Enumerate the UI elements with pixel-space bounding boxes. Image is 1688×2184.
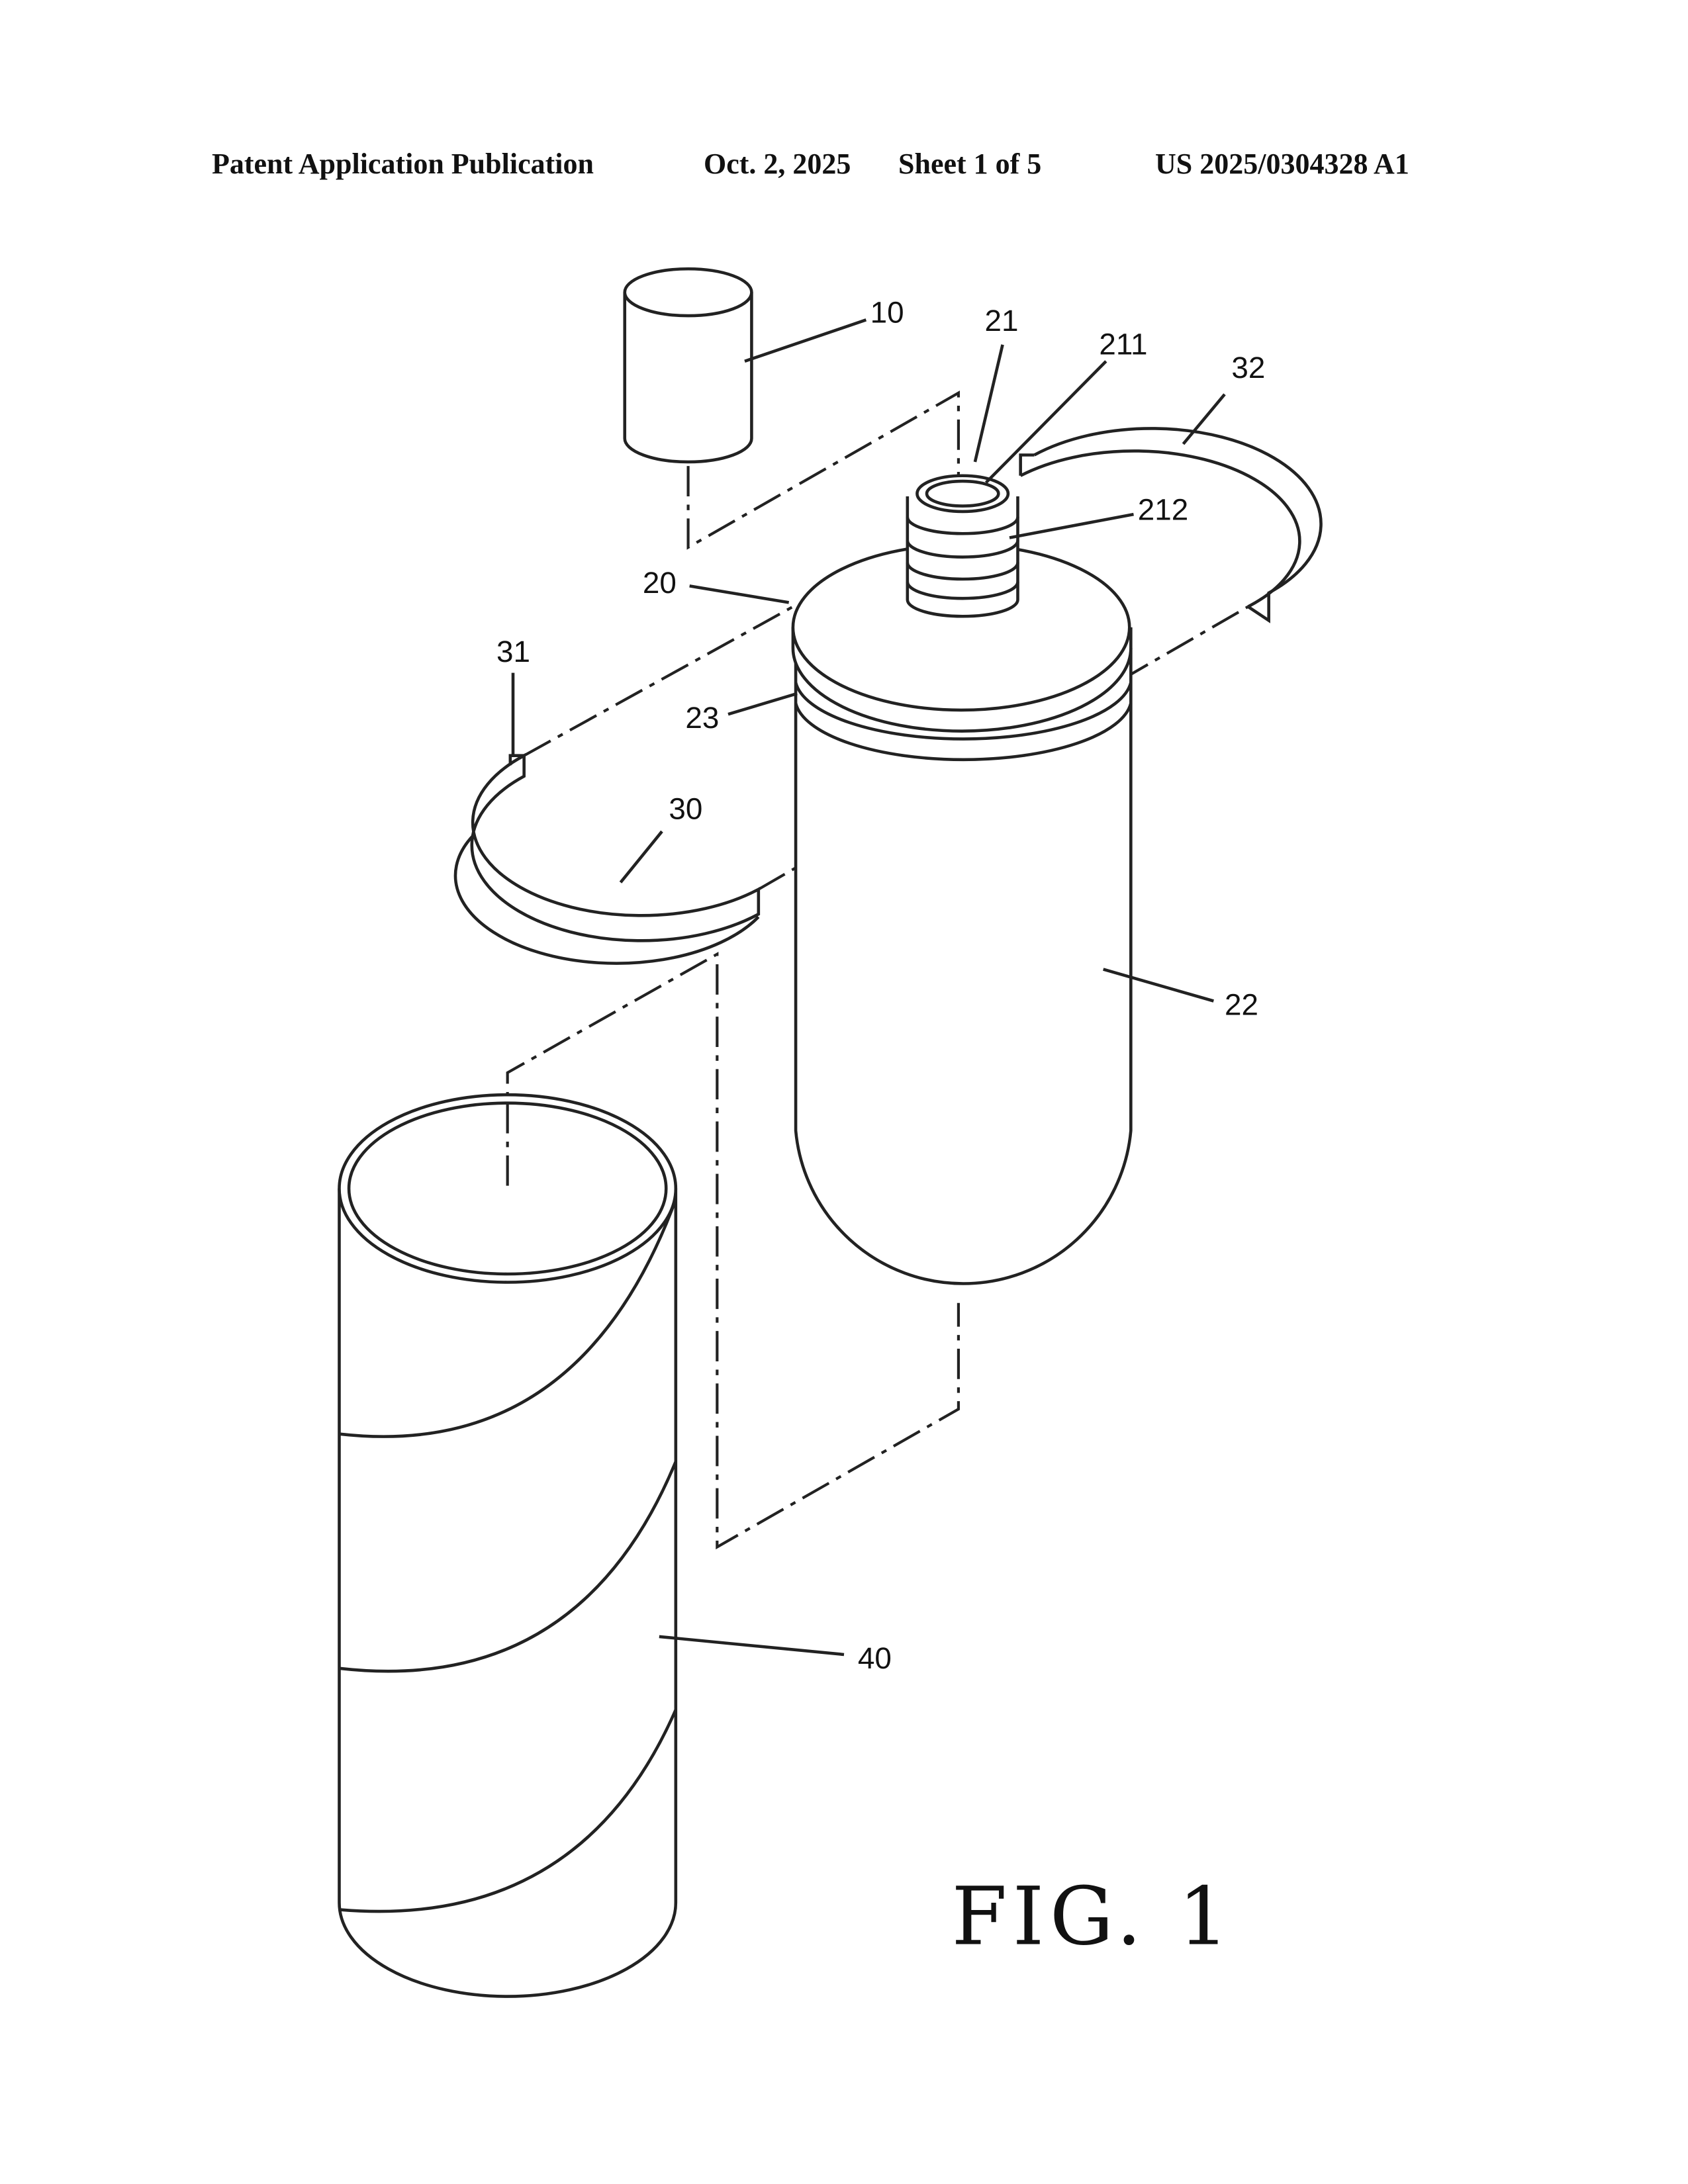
label-ring-end-left: 31 bbox=[496, 635, 530, 668]
sleeve bbox=[340, 1095, 676, 1996]
label-groove: 23 bbox=[685, 701, 719, 735]
cap bbox=[625, 269, 752, 462]
label-thread: 212 bbox=[1138, 492, 1188, 526]
label-container: 22 bbox=[1225, 987, 1258, 1021]
label-cap: 10 bbox=[870, 295, 904, 329]
label-neck-top: 211 bbox=[1099, 327, 1147, 361]
label-ring-end-right: 32 bbox=[1231, 351, 1265, 385]
ring-left bbox=[455, 756, 759, 964]
label-neck: 21 bbox=[985, 304, 1019, 338]
label-body: 20 bbox=[643, 566, 677, 600]
figure-title: FIG. 1 bbox=[952, 1871, 1235, 1964]
label-ring: 30 bbox=[669, 792, 702, 826]
container bbox=[793, 476, 1131, 1284]
label-sleeve: 40 bbox=[858, 1641, 892, 1675]
